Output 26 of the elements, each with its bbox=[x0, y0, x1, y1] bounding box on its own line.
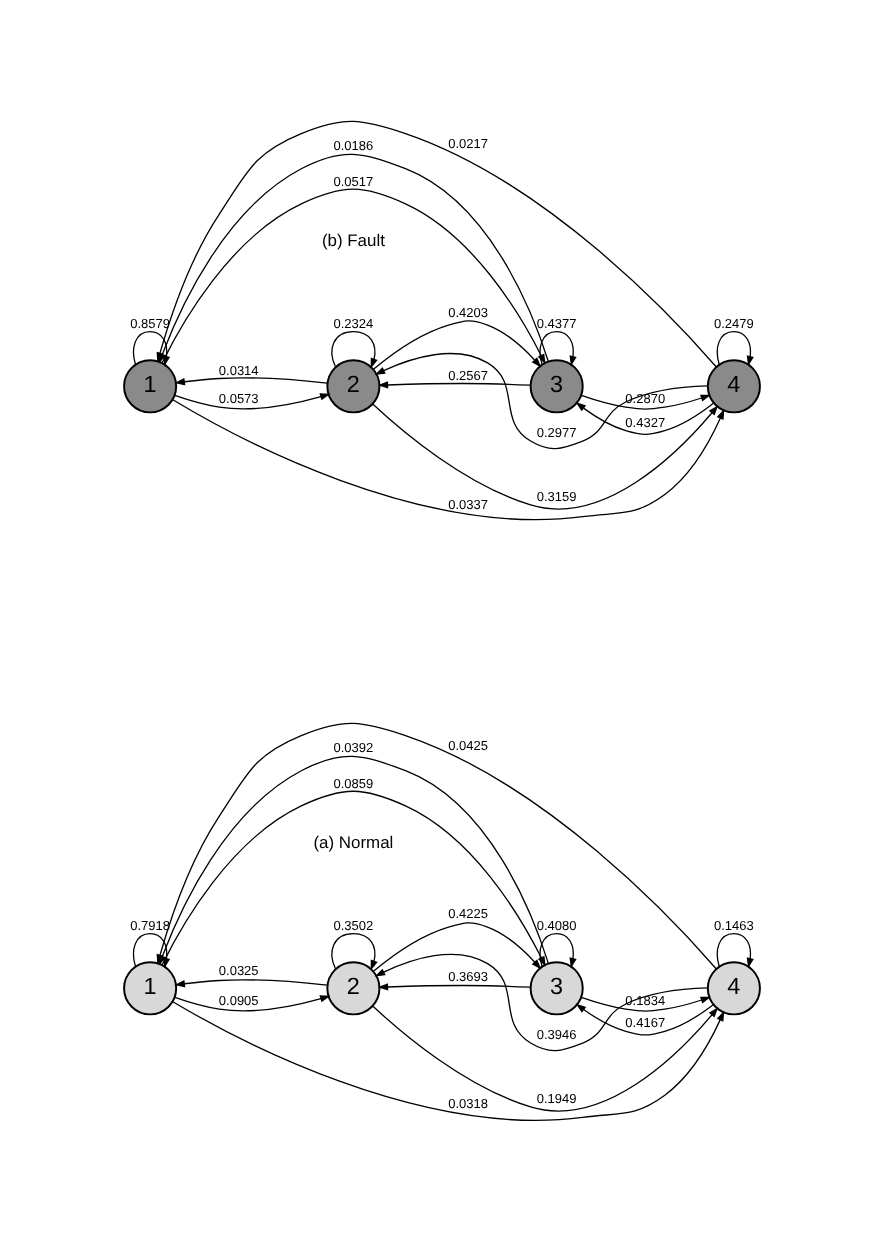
arrow bbox=[330, 330, 377, 369]
arrow bbox=[371, 403, 718, 510]
arrow bbox=[330, 932, 377, 971]
arrow bbox=[171, 399, 724, 521]
node-circle: 1 bbox=[122, 359, 177, 414]
node-circle: 1 bbox=[122, 961, 177, 1016]
label: (a) Normal bbox=[312, 832, 393, 853]
arrow bbox=[574, 402, 713, 435]
arrow bbox=[371, 320, 541, 370]
arrow bbox=[173, 979, 327, 988]
arrow bbox=[371, 922, 541, 972]
arrow bbox=[171, 1001, 724, 1121]
arrow bbox=[574, 1003, 713, 1036]
arrow bbox=[173, 393, 330, 410]
label: (b) Fault bbox=[320, 230, 384, 251]
arrow bbox=[173, 377, 327, 386]
arrow bbox=[373, 953, 708, 1052]
arrow bbox=[715, 932, 753, 969]
arrow bbox=[173, 995, 330, 1012]
arrow bbox=[538, 932, 576, 969]
arrow bbox=[579, 996, 710, 1012]
arrow bbox=[376, 983, 530, 991]
arrow bbox=[376, 381, 530, 389]
arrow bbox=[371, 1005, 718, 1112]
arrow bbox=[715, 330, 753, 367]
arrow bbox=[579, 394, 710, 410]
